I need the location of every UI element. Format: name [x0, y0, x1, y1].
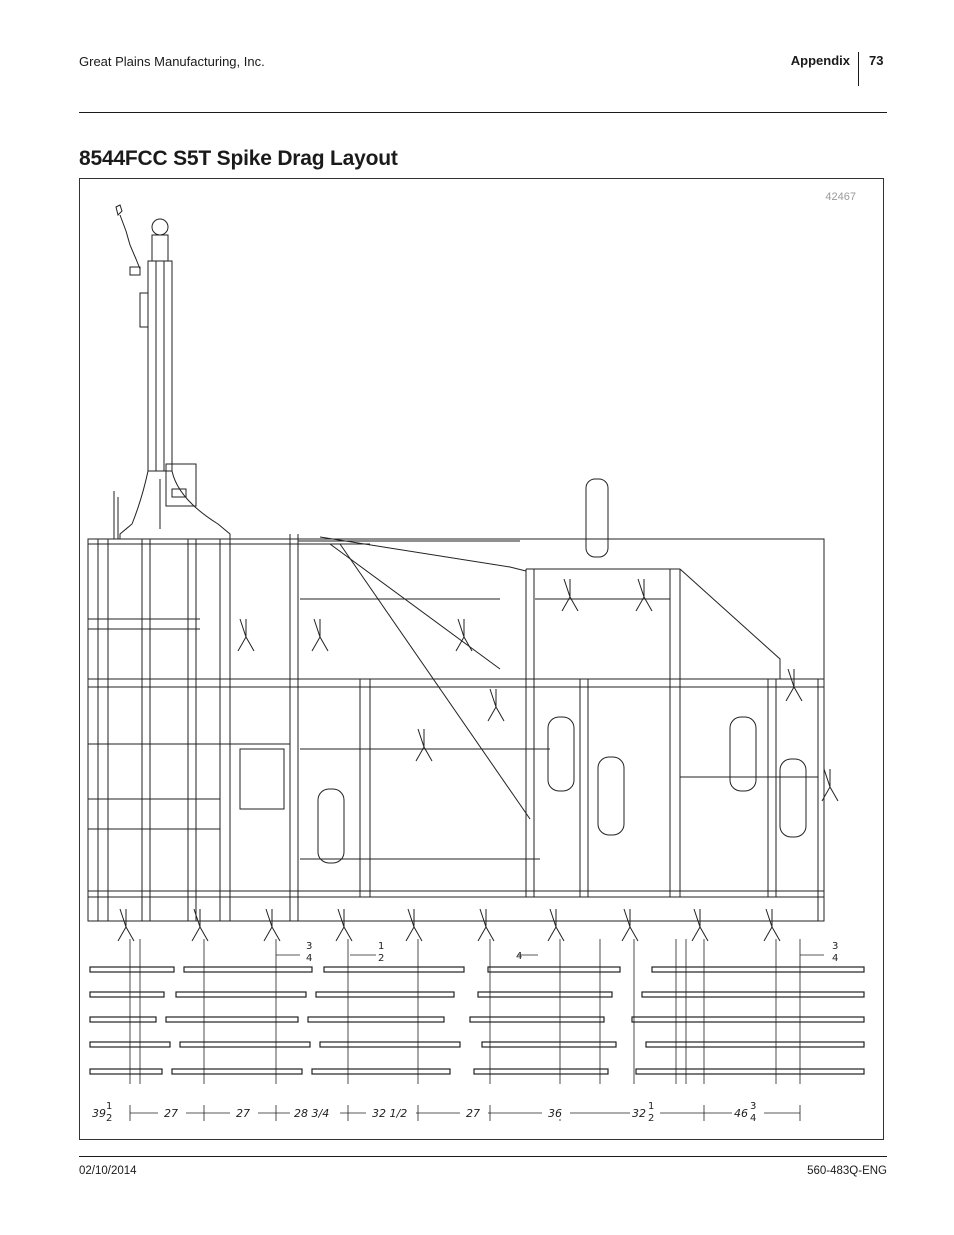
dim-5: 27	[466, 1107, 480, 1120]
dim-6: 36	[548, 1107, 562, 1120]
header-divider	[858, 52, 859, 86]
hitch-tongue	[113, 204, 231, 540]
tine-bars	[89, 966, 865, 1075]
header-company: Great Plains Manufacturing, Inc.	[79, 54, 265, 69]
dim-0: 39	[92, 1107, 106, 1120]
footer-rule	[79, 1156, 887, 1157]
spike-drag-layout-figure: 42467	[79, 178, 884, 1140]
offset-frac-num-2: 1	[378, 941, 384, 952]
footer-date: 02/10/2014	[79, 1165, 137, 1177]
main-frame	[87, 534, 825, 922]
offset-frac-den-3: 4	[832, 953, 838, 964]
dim-1: 27	[164, 1107, 178, 1120]
offset-frac-num-3: 3	[832, 941, 838, 952]
dim-0-frac-den: 2	[106, 1113, 112, 1124]
offset-frac-den-1: 4	[306, 953, 312, 964]
dim-7-frac-den: 2	[648, 1113, 654, 1124]
layout-drawing: 3 4 1 2 4 3 4 39 1 2 27 27 28 3/4 32 1/2…	[87, 204, 865, 1124]
dim-7: 32	[632, 1107, 646, 1120]
dim-8: 46	[734, 1107, 748, 1120]
dim-8-frac-num: 3	[750, 1101, 756, 1112]
offset-value-4: 4	[516, 951, 522, 962]
header-section: Appendix	[790, 53, 850, 68]
spacing-lines	[129, 939, 801, 1084]
dim-3: 28 3/4	[294, 1107, 329, 1120]
dim-8-frac-den: 4	[750, 1113, 756, 1124]
page-number: 73	[869, 53, 884, 68]
header-rule	[79, 112, 887, 113]
dim-7-frac-num: 1	[648, 1101, 654, 1112]
figure-id: 42467	[825, 191, 856, 203]
dim-2: 27	[236, 1107, 250, 1120]
page-title: 8544FCC S5T Spike Drag Layout	[79, 147, 398, 170]
offset-frac-num-1: 3	[306, 941, 312, 952]
spike-tines	[117, 578, 839, 942]
tires	[239, 478, 807, 864]
footer-doc-number: 560-483Q-ENG	[807, 1165, 887, 1177]
dim-4: 32 1/2	[372, 1107, 407, 1120]
dim-0-frac-num: 1	[106, 1101, 112, 1112]
offset-frac-den-2: 2	[378, 953, 384, 964]
